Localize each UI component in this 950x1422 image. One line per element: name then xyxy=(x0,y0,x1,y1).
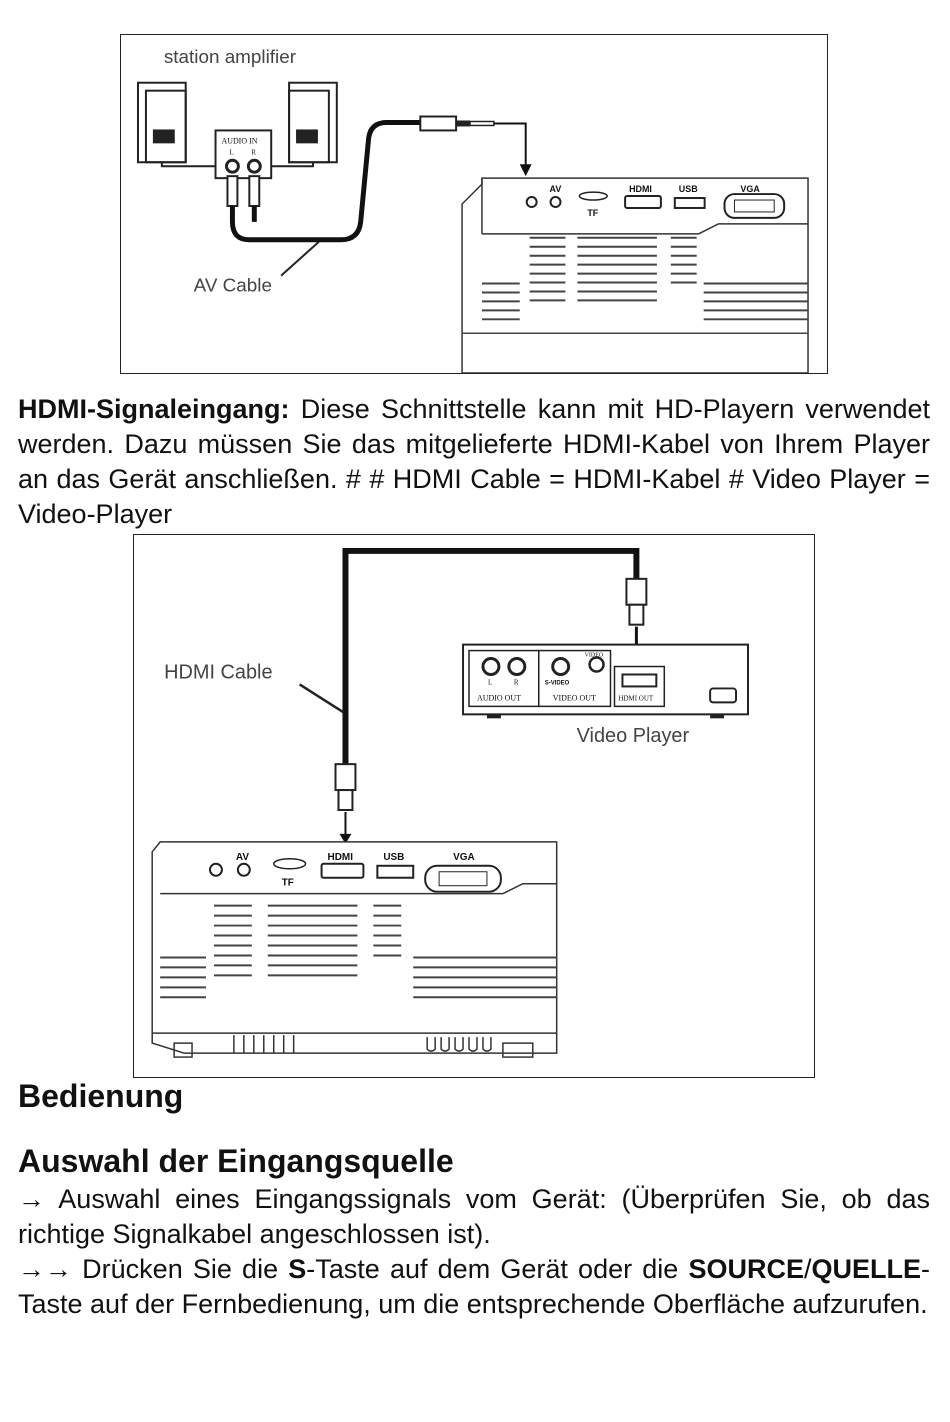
svg-text:HDMI: HDMI xyxy=(328,852,354,863)
svg-text:VIDEO: VIDEO xyxy=(585,653,604,659)
s-key-label: S xyxy=(288,1254,307,1284)
hdmi-signal-paragraph: HDMI-Signaleingang: Diese Schnittstelle … xyxy=(18,392,930,532)
svg-text:AV: AV xyxy=(236,852,249,863)
projector-feet xyxy=(173,1035,534,1058)
audio-in-box: AUDIO IN L R xyxy=(214,129,273,180)
arrow-icon: → xyxy=(18,1184,45,1214)
audio-connection-diagram: station amplifier AUDIO IN L R xyxy=(136,47,809,373)
press-source-step: →→ Drücken Sie die S-Taste auf dem Gerät… xyxy=(18,1254,930,1319)
hdmi-connection-diagram: HDMI Cable L R AUDIO OUT S-VIDEO VIDEO V… xyxy=(151,547,749,1058)
select-input-step: → Auswahl eines Eingangssignals vom Gerä… xyxy=(18,1184,930,1249)
av-cable-label: AV Cable xyxy=(194,275,272,296)
input-source-heading: Auswahl der Eingangsquelle xyxy=(18,1143,454,1179)
source-key-label: SOURCE xyxy=(688,1254,804,1284)
svg-text:S-VIDEO: S-VIDEO xyxy=(545,680,570,686)
svg-text:AV: AV xyxy=(550,184,562,194)
projector-vents xyxy=(462,236,809,334)
projector-body xyxy=(151,841,558,1054)
quelle-key-label: QUELLE xyxy=(811,1254,921,1284)
hdmi-text: Diese Schnittstelle kann mit HD-Playern … xyxy=(18,394,930,529)
projector-ports: AV TF HDMI USB VGA xyxy=(525,184,786,219)
video-player-label: Video Player xyxy=(577,725,690,747)
left-speaker xyxy=(136,81,187,164)
hdmi-heading: HDMI-Signaleingang: xyxy=(18,394,290,424)
jack-plug xyxy=(419,115,458,132)
svg-text:AUDIO IN: AUDIO IN xyxy=(221,136,257,145)
station-amplifier-label: station amplifier xyxy=(164,47,296,68)
svg-text:TF: TF xyxy=(282,878,294,889)
svg-text:R: R xyxy=(251,148,256,156)
svg-text:VIDEO OUT: VIDEO OUT xyxy=(553,693,596,702)
projector-vents xyxy=(160,904,557,999)
svg-text:TF: TF xyxy=(587,208,598,218)
svg-text:R: R xyxy=(514,678,519,686)
svg-text:USB: USB xyxy=(383,852,404,863)
video-player: L R AUDIO OUT S-VIDEO VIDEO VIDEO OUT HD… xyxy=(462,643,749,719)
svg-text:VGA: VGA xyxy=(453,852,475,863)
double-arrow-icon: →→ xyxy=(18,1254,72,1284)
svg-text:USB: USB xyxy=(679,184,698,194)
svg-text:L: L xyxy=(488,678,492,686)
hdmi-cable-label: HDMI Cable xyxy=(164,661,272,683)
operation-heading: Bedienung xyxy=(18,1078,184,1114)
svg-text:HDMI: HDMI xyxy=(629,184,652,194)
svg-text:AUDIO OUT: AUDIO OUT xyxy=(477,693,521,702)
right-speaker xyxy=(288,81,338,164)
av-cable xyxy=(229,119,421,243)
svg-text:L: L xyxy=(229,148,233,156)
hdmi-cable xyxy=(342,547,640,765)
hdmi-connection-figure: HDMI Cable L R AUDIO OUT S-VIDEO VIDEO V… xyxy=(133,534,815,1078)
projector-body xyxy=(461,177,809,373)
projector-ports: AV TF HDMI USB VGA xyxy=(208,852,502,893)
svg-text:HDMI OUT: HDMI OUT xyxy=(618,694,653,702)
svg-text:VGA: VGA xyxy=(740,184,760,194)
connection-arrow xyxy=(493,122,527,169)
audio-connection-figure: station amplifier AUDIO IN L R xyxy=(120,34,828,374)
